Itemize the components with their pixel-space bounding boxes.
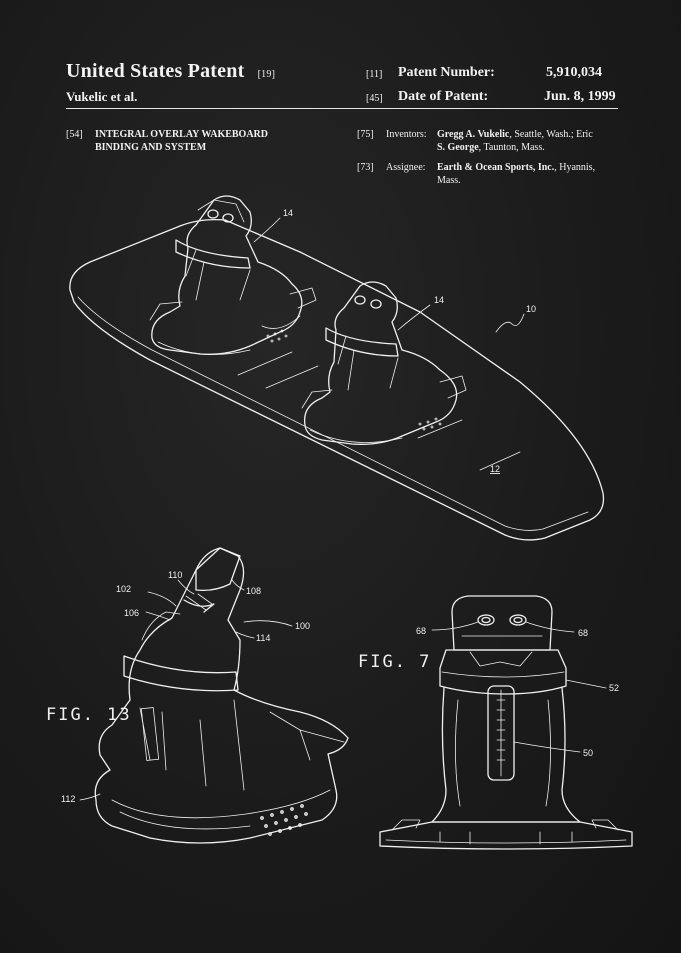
fig13-label: FIG. 13 bbox=[46, 705, 132, 725]
assignee-value: Earth & Ocean Sports, Inc., Hyannis, Mas… bbox=[437, 162, 619, 187]
ref-114: 114 bbox=[256, 633, 270, 643]
leader-106 bbox=[145, 611, 171, 621]
date-label: Date of Patent: bbox=[398, 89, 489, 104]
leader-102 bbox=[147, 591, 177, 607]
leader-10 bbox=[495, 313, 525, 333]
patent-number-label: Patent Number: bbox=[398, 65, 495, 80]
ref-14-left: 14 bbox=[283, 208, 293, 218]
fig13-drawing bbox=[94, 547, 349, 844]
leader-52 bbox=[565, 679, 607, 689]
invention-title-line2: BINDING AND SYSTEM bbox=[95, 141, 207, 153]
leader-100 bbox=[243, 620, 293, 627]
ref-14-right: 14 bbox=[434, 295, 444, 305]
assignee-state: Mass. bbox=[437, 174, 461, 186]
date-code: [45] bbox=[366, 93, 383, 104]
inventor-2: S. George bbox=[437, 141, 479, 153]
ref-12: 12 bbox=[490, 464, 500, 474]
leader-110 bbox=[177, 579, 195, 595]
inventor-short: Vukelic et al. bbox=[66, 89, 138, 104]
leader-50 bbox=[513, 741, 581, 753]
inventors-label: Inventors: bbox=[386, 129, 427, 140]
ref-68-right: 68 bbox=[578, 628, 588, 638]
leader-14-left bbox=[253, 217, 281, 243]
leader-68-left bbox=[431, 621, 479, 631]
ref-68-left: 68 bbox=[416, 626, 426, 636]
inventors-code: [75] bbox=[357, 129, 374, 140]
assignee-name: Earth & Ocean Sports, Inc. bbox=[437, 162, 555, 173]
ref-52: 52 bbox=[609, 683, 619, 693]
leader-108 bbox=[231, 579, 245, 591]
patent-date: Jun. 8, 1999 bbox=[544, 89, 616, 104]
assignee-label: Assignee: bbox=[386, 162, 426, 173]
inventor-1: Gregg A. Vukelic bbox=[437, 129, 510, 140]
ref-108: 108 bbox=[246, 586, 261, 596]
leader-114 bbox=[235, 631, 255, 639]
leader-112 bbox=[79, 793, 101, 801]
assignee-location: , Hyannis, bbox=[554, 162, 596, 173]
leader-14-right bbox=[397, 304, 431, 331]
ref-50: 50 bbox=[583, 748, 593, 758]
header-divider bbox=[66, 108, 618, 109]
fig7-drawing bbox=[379, 595, 633, 850]
patent-title: United States Patent bbox=[66, 60, 245, 82]
invention-title-line1: INTEGRAL OVERLAY WAKEBOARD bbox=[95, 129, 269, 140]
fig7-label: FIG. 7 bbox=[358, 652, 431, 672]
patent-number-code: [11] bbox=[366, 69, 383, 80]
ref-10: 10 bbox=[526, 304, 536, 314]
patent-number: 5,910,034 bbox=[546, 65, 602, 80]
leader-68-right bbox=[525, 621, 575, 633]
inventors-value: Gregg A. Vukelic, Seattle, Wash.; Eric S… bbox=[437, 129, 619, 154]
inventor-2-location: , Taunton, Mass. bbox=[478, 141, 545, 153]
wakeboard-drawing bbox=[69, 218, 605, 541]
binding-right-drawing bbox=[301, 281, 467, 445]
ref-106: 106 bbox=[124, 608, 139, 618]
title-code: [19] bbox=[257, 69, 276, 80]
patent-header-title: United States Patent [19] bbox=[66, 60, 275, 83]
ref-112: 112 bbox=[61, 794, 75, 804]
ref-110: 110 bbox=[168, 570, 182, 580]
ref-100: 100 bbox=[295, 621, 310, 631]
ref-102: 102 bbox=[116, 584, 131, 594]
assignee-code: [73] bbox=[357, 162, 374, 173]
inventor-1-location: , Seattle, Wash.; Eric bbox=[509, 129, 593, 140]
invention-title: INTEGRAL OVERLAY WAKEBOARD BINDING AND S… bbox=[95, 129, 268, 154]
binding-left-drawing bbox=[149, 195, 317, 355]
meta-title-code: [54] bbox=[66, 129, 83, 140]
